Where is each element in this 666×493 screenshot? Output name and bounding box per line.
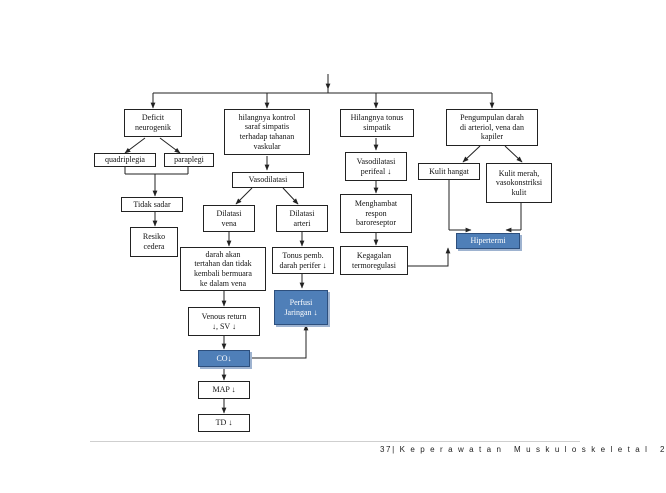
darah-akan-box: darah akan tertahan dan tidak kembali be… [180, 247, 266, 291]
vasodilatasi-label: Vasodilatasi [248, 175, 288, 185]
tonus-label: Hilangnya tonus simpatik [350, 113, 404, 132]
quadriplegia-box: quadriplegia [94, 153, 156, 167]
kulit-hangat-box: Kulit hangat [418, 163, 480, 180]
tonus-pemb-label: Tonus pemb. darah perifer ↓ [279, 250, 327, 270]
pengumpulan-darah-box: Pengumpulan darah di arteriol, vena dan … [446, 109, 538, 146]
deficit-neurogenik-box: Deficit neurogenik [124, 109, 182, 137]
tidak-sadar-box: Tidak sadar [121, 197, 183, 212]
resiko-cedera-box: Resiko cedera [130, 227, 178, 257]
pengumpulan-label: Pengumpulan darah di arteriol, vena dan … [460, 113, 524, 142]
darah-akan-label: darah akan tertahan dan tidak kembali be… [194, 249, 252, 288]
kulit-merah-label: Kulit merah, vasokonstriksi kulit [495, 168, 543, 197]
kegagalan-box: Kegagalan termoregulasi [340, 246, 408, 275]
kulit-hangat-label: Kulit hangat [429, 166, 469, 176]
page-footer: 37| K e p e r a w a t a n M u s k u l o … [380, 445, 666, 454]
co-label: CO↓ [216, 353, 232, 363]
footer-divider [90, 441, 580, 442]
menghambat-label: Menghambat respon baroreseptor [354, 199, 398, 228]
dilatasi-vena-label: Dilatasi vena [216, 208, 242, 228]
hipertermi-label: Hipertermi [470, 236, 506, 246]
tonus-simpatik-box: Hilangnya tonus simpatik [340, 109, 414, 137]
vasodilatasi-perifer-box: Vasodilatasi perifeal ↓ [345, 152, 407, 181]
td-box: TD ↓ [198, 414, 250, 432]
td-label: TD ↓ [215, 418, 233, 428]
kegagalan-label: Kegagalan termoregulasi [352, 250, 396, 270]
kontrol-simpatis-box: hilangnya kontrol saraf simpatis terhada… [224, 109, 310, 155]
flowchart-connectors [124, 74, 523, 414]
menghambat-box: Menghambat respon baroreseptor [340, 194, 412, 233]
venous-return-box: Venous return ↓, SV ↓ [188, 307, 260, 336]
kontrol-label: hilangnya kontrol saraf simpatis terhada… [238, 112, 296, 151]
map-box: MAP ↓ [198, 381, 250, 399]
vasodilatasi-box: Vasodilatasi [232, 172, 304, 188]
footer-title: | K e p e r a w a t a n M u s k u l o s … [392, 445, 666, 454]
perfusi-jaringan-box: Perfusi Jaringan ↓ [274, 290, 328, 325]
tidak-sadar-label: Tidak sadar [133, 199, 171, 209]
tonus-pemb-box: Tonus pemb. darah perifer ↓ [272, 247, 334, 274]
venous-label: Venous return ↓, SV ↓ [201, 311, 247, 331]
vasodilatasi-perifer-label: Vasodilatasi perifeal ↓ [356, 156, 396, 176]
dilatasi-arteri-box: Dilatasi arteri [276, 205, 328, 232]
deficit-label: Deficit neurogenik [135, 113, 171, 132]
hipertermi-box: Hipertermi [456, 233, 520, 249]
resiko-label: Resiko cedera [142, 232, 166, 251]
quadriplegia-label: quadriplegia [105, 155, 145, 165]
map-label: MAP ↓ [212, 385, 236, 395]
dilatasi-vena-box: Dilatasi vena [203, 205, 255, 232]
paraplegi-box: paraplegi [164, 153, 214, 167]
co-box: CO↓ [198, 350, 250, 367]
kulit-merah-box: Kulit merah, vasokonstriksi kulit [486, 163, 552, 203]
dilatasi-arteri-label: Dilatasi arteri [289, 208, 315, 228]
perfusi-label: Perfusi Jaringan ↓ [284, 297, 318, 317]
page-number: 37 [380, 445, 393, 454]
paraplegi-label: paraplegi [174, 155, 204, 165]
